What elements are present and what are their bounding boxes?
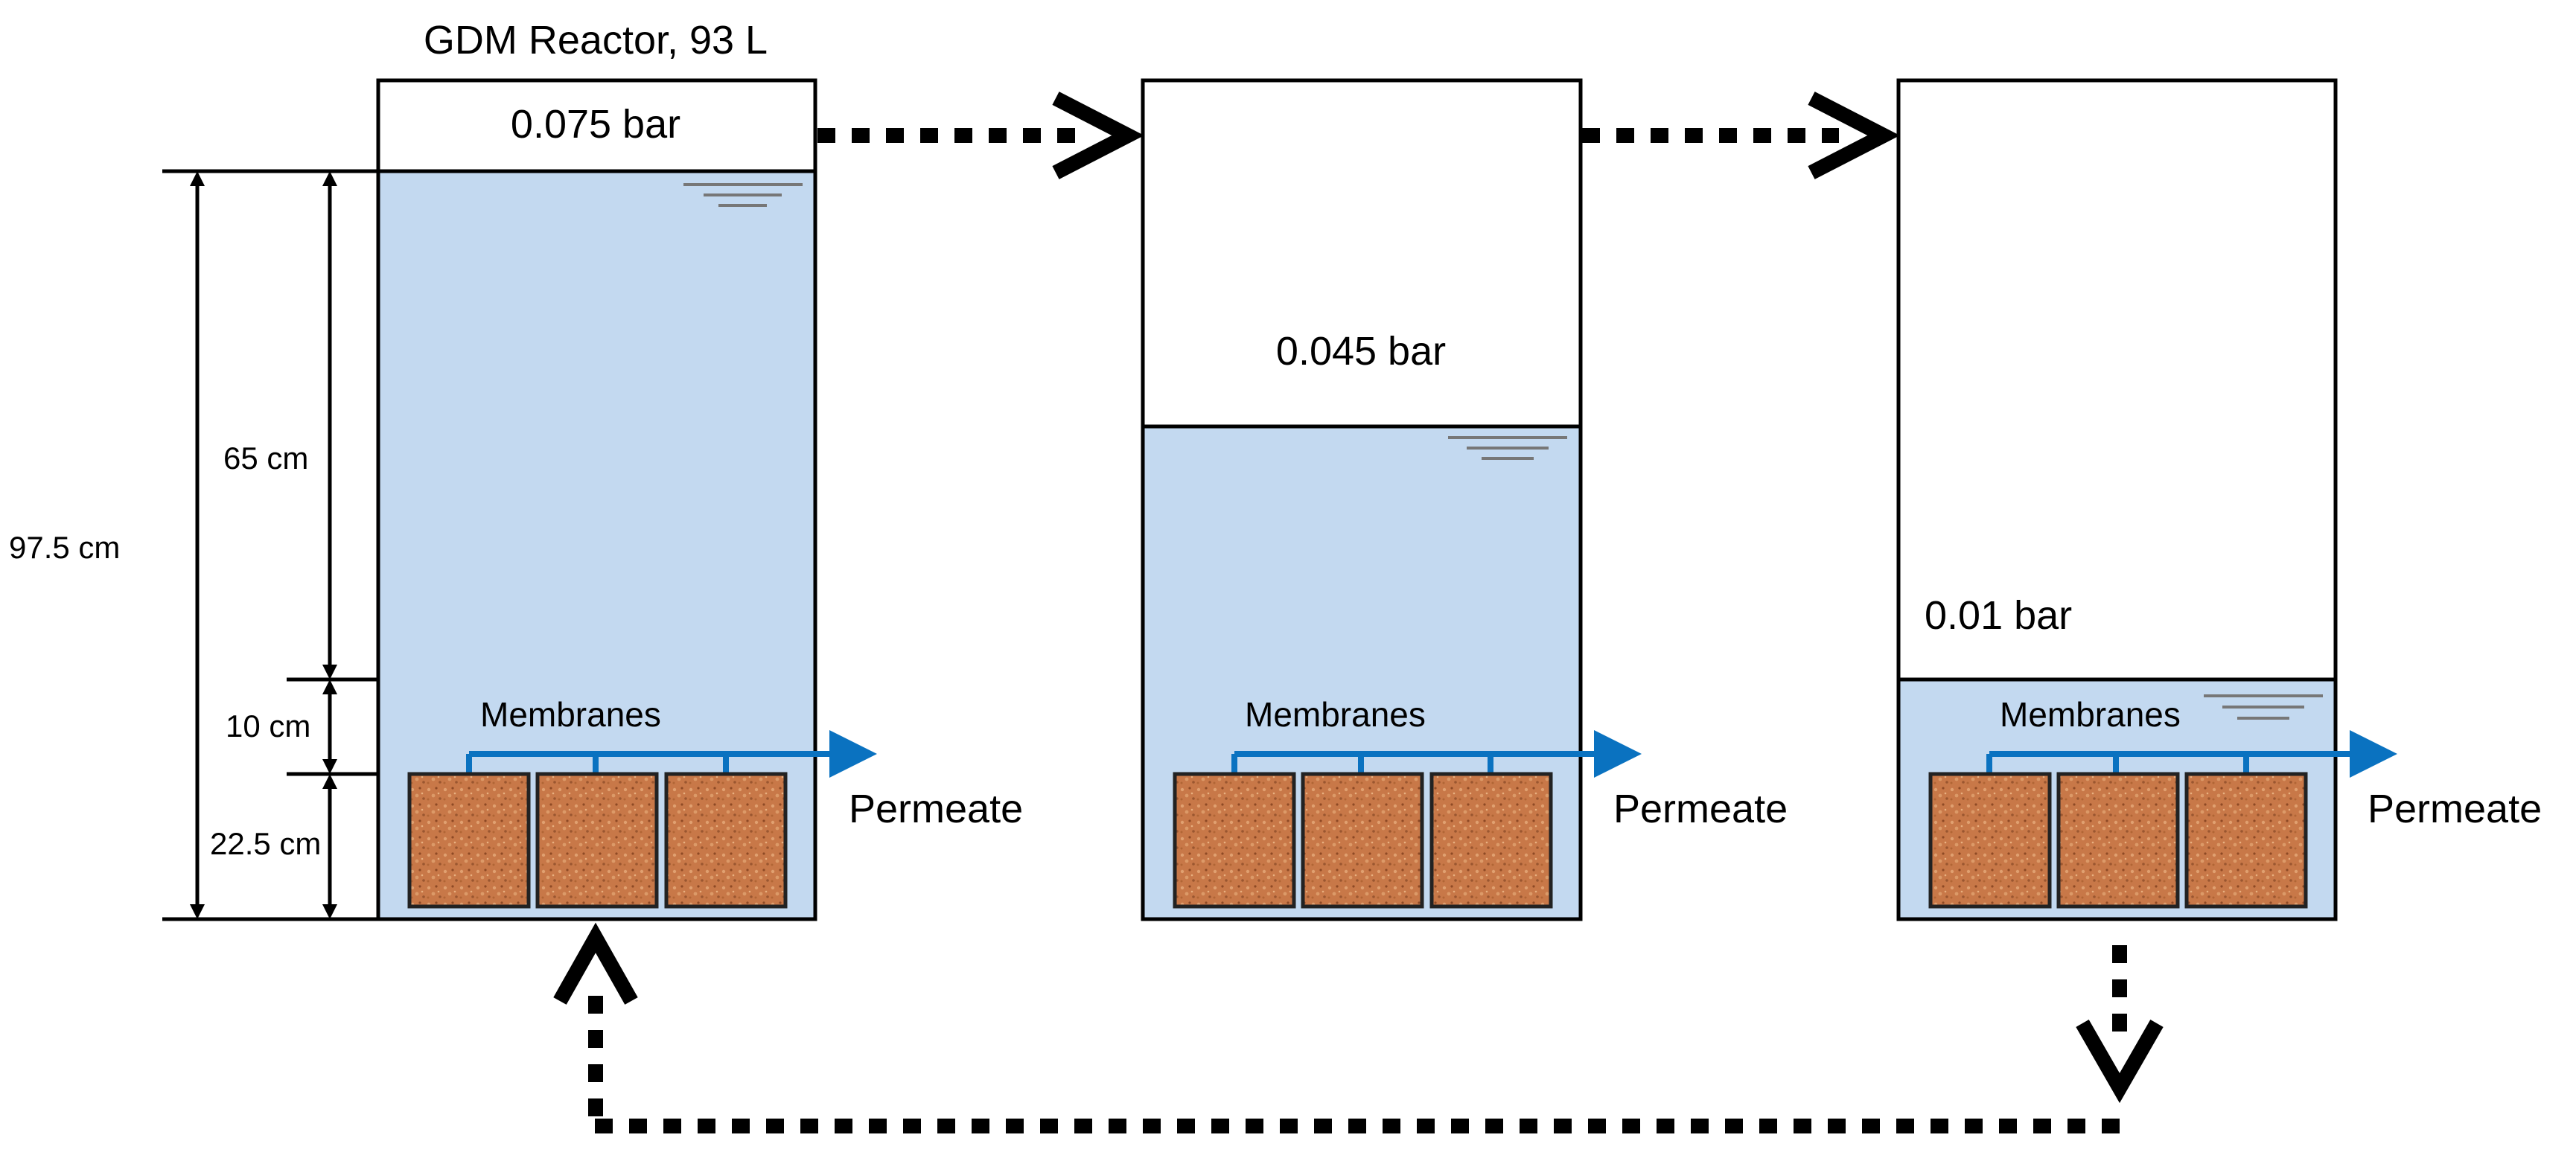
reactor-2-pressure: 0.045 bar	[1276, 329, 1446, 374]
reactor-3-pressure: 0.01 bar	[1925, 593, 2072, 638]
reactor-2-permeate-label: Permeate	[1613, 787, 1788, 831]
reactor-3-wall	[1896, 78, 2338, 921]
reactor-1-wall	[376, 78, 817, 921]
dimension-arrowheads	[190, 171, 337, 919]
reactor-3-membrane-modules	[1928, 772, 2308, 909]
reactor-3-permeate-line	[1986, 730, 2397, 778]
membrane-module	[407, 772, 531, 909]
reactor-1-pressure: 0.075 bar	[511, 102, 680, 147]
membrane-module	[535, 772, 659, 909]
dimension-middle-label: 10 cm	[226, 709, 310, 743]
reactor-1-membrane-modules	[407, 772, 788, 909]
reactor-2-wall	[1141, 78, 1583, 921]
membrane-module	[2056, 772, 2180, 909]
reactor-3-permeate-label: Permeate	[2368, 787, 2542, 831]
dimension-total-label: 97.5 cm	[9, 530, 120, 565]
dimension-lines	[162, 169, 378, 921]
reactor-1: 0.075 bar Membranes Permeate	[376, 78, 1023, 921]
reactor-3-membranes-label: Membranes	[2000, 695, 2181, 734]
chevron-right-icon	[1052, 92, 1144, 179]
membrane-module	[1301, 772, 1424, 909]
flow-arrow-3-to-1-return	[553, 922, 2164, 1133]
chevron-right-icon	[1808, 92, 1900, 179]
membrane-module	[2184, 772, 2308, 909]
reactor-2-water-level-icon	[1448, 436, 1567, 460]
membrane-module	[1429, 772, 1553, 909]
membrane-module	[1928, 772, 2052, 909]
reactor-2-membrane-modules	[1173, 772, 1553, 909]
chevron-down-icon	[2076, 1020, 2164, 1104]
reactor-1-membranes-label: Membranes	[480, 695, 661, 734]
membrane-module	[664, 772, 788, 909]
membrane-module	[1173, 772, 1296, 909]
flow-arrow-1-to-2	[817, 92, 1144, 179]
reactor-title: GDM Reactor, 93 L	[424, 18, 768, 63]
reactor-2-permeate-line	[1231, 730, 1642, 778]
reactor-2-membranes-label: Membranes	[1245, 695, 1426, 734]
reactor-2: 0.045 bar Membranes Permeate	[1141, 78, 1788, 921]
dimension-upper-label: 65 cm	[223, 441, 308, 476]
reactor-1-permeate-label: Permeate	[849, 787, 1023, 831]
reactor-3: 0.01 bar Membranes Permeate	[1896, 78, 2542, 921]
dimension-lower-label: 22.5 cm	[210, 826, 321, 861]
chevron-up-icon	[553, 922, 638, 1005]
reactor-1-permeate-line	[466, 730, 877, 778]
reactor-3-water-level-icon	[2204, 694, 2323, 720]
reactor-1-water-level-icon	[683, 183, 803, 207]
flow-arrow-2-to-3	[1582, 92, 1900, 179]
